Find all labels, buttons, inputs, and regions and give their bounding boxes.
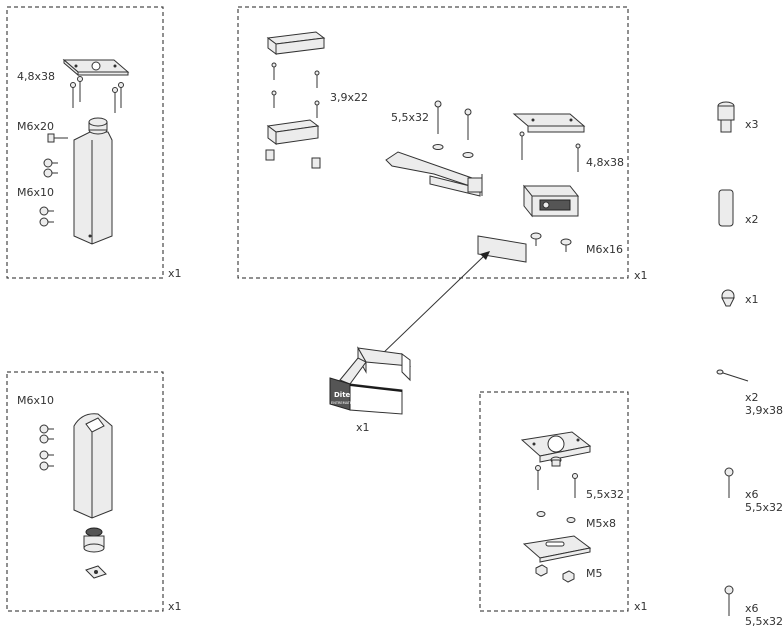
label-quantity: x6 — [745, 488, 759, 501]
label-nut-m5: M5 — [586, 567, 603, 580]
spacers — [265, 149, 321, 169]
base-plate — [520, 431, 592, 467]
label-quantity: x2 — [745, 391, 759, 404]
screw-m6x20 — [47, 133, 68, 143]
loose-item-6: x6 5,5x32 — [724, 585, 783, 628]
label-screw-m5x8: M5x8 — [586, 517, 616, 530]
stop-bracket-top — [266, 31, 326, 55]
label-screw-size: 3,9x38 — [745, 404, 783, 417]
loose-item-4: x2 3,9x38 — [716, 369, 783, 417]
label-screw-3-9x22: 3,9x22 — [330, 91, 368, 104]
kit-box-top-left: 4,8x38 M6x20 M6x10 x1 — [6, 6, 182, 280]
loose-item-5: x6 5,5x32 — [724, 467, 783, 514]
pivot-block — [522, 184, 580, 218]
screws-m6x16 — [530, 232, 572, 252]
label-quantity: x1 — [168, 600, 182, 613]
kit-box-top-center: 3,9x22 5,5x32 4,8x38 M6x16 x1 — [237, 6, 648, 282]
plate-right — [512, 113, 586, 133]
label-quantity: x1 — [634, 269, 648, 282]
label-quantity: x1 — [168, 267, 182, 280]
screws-4-8x38 — [70, 76, 124, 113]
arm-body — [73, 117, 113, 245]
label-quantity: x1 — [745, 293, 759, 306]
arm-body — [73, 413, 113, 519]
cover-plate — [477, 235, 527, 263]
box-frame — [6, 371, 164, 612]
box-frame — [6, 6, 164, 279]
screws-m6x10 — [39, 158, 58, 227]
loose-item-3: x1 — [721, 289, 759, 307]
kit-box-bottom-left: M6x10 x1 — [6, 371, 182, 613]
kit-box-bottom-right: 5,5x32 M5x8 M5 x1 — [479, 391, 648, 613]
slot-plate — [522, 535, 592, 563]
label-screw-5-5x32: 5,5x32 — [586, 488, 624, 501]
mounting-plate — [62, 58, 130, 77]
box-frame — [237, 6, 629, 279]
label-screw-4-8x38: 4,8x38 — [586, 156, 624, 169]
label-screw-m6x20: M6x20 — [17, 120, 54, 133]
box-frame — [479, 391, 629, 612]
loose-item-2: x2 — [718, 189, 759, 227]
label-screw-size: 5,5x32 — [745, 615, 783, 628]
screws-3-9x22 — [271, 62, 320, 118]
label-screw-4-8x38: 4,8x38 — [17, 70, 55, 83]
label-screw-m6x16: M6x16 — [586, 243, 623, 256]
label-screw-5-5x32: 5,5x32 — [391, 111, 429, 124]
label-quantity: x2 — [745, 213, 759, 226]
screws-5-5x32 — [535, 465, 578, 498]
screws-m5x8 — [536, 511, 576, 523]
label-quantity: x3 — [745, 118, 759, 131]
label-quantity: x6 — [745, 602, 759, 615]
loose-item-1: x3 — [717, 101, 759, 133]
square-nut — [85, 565, 107, 579]
screws-4-8x38 — [519, 131, 581, 172]
label-screw-size: 5,5x32 — [745, 501, 783, 514]
label-quantity: x1 — [634, 600, 648, 613]
brand-logo-sub: ENTREMATIC — [331, 401, 354, 405]
screws-5-5x32 — [432, 100, 474, 158]
stop-bracket-bottom — [266, 119, 320, 145]
label-screw-m6x10: M6x10 — [17, 186, 54, 199]
product-box: Ditec ENTREMATIC x1 — [329, 346, 411, 434]
assembly-arrow — [379, 251, 490, 357]
nuts-m5 — [535, 564, 575, 583]
pivot-cap — [83, 527, 105, 553]
rail-bracket — [385, 151, 483, 197]
screws-m6x10 — [39, 424, 54, 471]
label-screw-m6x10: M6x10 — [17, 394, 54, 407]
label-quantity: x1 — [356, 421, 370, 434]
brand-logo: Ditec — [334, 391, 354, 399]
